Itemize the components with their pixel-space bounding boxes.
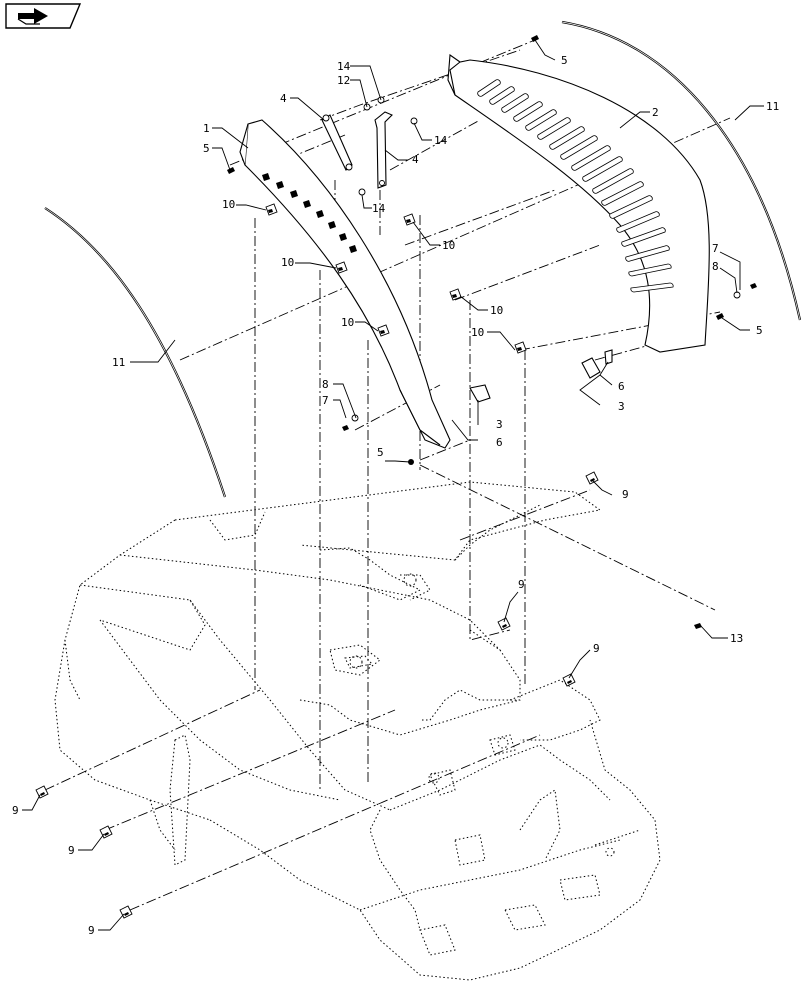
callout-11b: 11 — [766, 100, 779, 113]
trim-vent-slots — [262, 173, 357, 253]
callout-12: 12 — [337, 74, 350, 87]
callout-5c: 5 — [756, 324, 763, 337]
clip-fasteners — [265, 203, 527, 354]
callout-13: 13 — [730, 632, 743, 645]
callout-6a: 6 — [618, 380, 625, 393]
vented-roof-panel — [447, 53, 710, 353]
callout-6b: 6 — [496, 436, 503, 449]
callout-9b: 9 — [518, 578, 525, 591]
callout-10f: 10 — [471, 326, 484, 339]
callout-9e: 9 — [68, 844, 75, 857]
callout-4b: 4 — [412, 153, 419, 166]
callout-1: 1 — [203, 122, 210, 135]
next-page-arrow-icon — [17, 8, 48, 25]
callout-11a: 11 — [112, 356, 125, 369]
callout-9d: 9 — [12, 804, 19, 817]
next-page-button[interactable] — [5, 3, 82, 29]
callout-10b: 10 — [281, 256, 294, 269]
callout-5d: 5 — [377, 446, 384, 459]
callout-9c: 9 — [593, 642, 600, 655]
callout-5b: 5 — [203, 142, 210, 155]
bracket-right — [374, 111, 393, 189]
callout-5a: 5 — [561, 54, 568, 67]
callout-3a: 3 — [618, 400, 625, 413]
side-trim-panel — [239, 119, 451, 449]
callout-10e: 10 — [490, 304, 503, 317]
callout-8b: 8 — [322, 378, 329, 391]
latch-bracket-right — [581, 349, 613, 379]
callout-14b: 14 — [434, 134, 448, 147]
callout-2: 2 — [652, 106, 659, 119]
bracket-left — [321, 114, 353, 171]
callout-labels: 1 2 3 3 4 4 5 5 5 5 6 6 7 7 8 8 9 9 9 9 … — [12, 54, 779, 937]
callout-10a: 10 — [222, 198, 235, 211]
callout-7b: 7 — [322, 394, 329, 407]
callout-3b: 3 — [496, 418, 503, 431]
roof-panel-slots — [477, 79, 674, 293]
callout-9a: 9 — [622, 488, 629, 501]
callout-8a: 8 — [712, 260, 719, 273]
leader-lines — [22, 39, 764, 931]
cab-frame — [54, 481, 661, 981]
seal-right — [561, 20, 802, 321]
callout-4a: 4 — [280, 92, 287, 105]
callout-14a: 14 — [337, 60, 351, 73]
callout-9f: 9 — [88, 924, 95, 937]
latch-bracket-center — [469, 384, 491, 403]
callout-7a: 7 — [712, 242, 719, 255]
callout-14c: 14 — [372, 202, 386, 215]
callout-10c: 10 — [341, 316, 354, 329]
callout-10d: 10 — [442, 239, 455, 252]
seal-left — [44, 207, 227, 498]
screws-and-bolts — [35, 35, 757, 919]
